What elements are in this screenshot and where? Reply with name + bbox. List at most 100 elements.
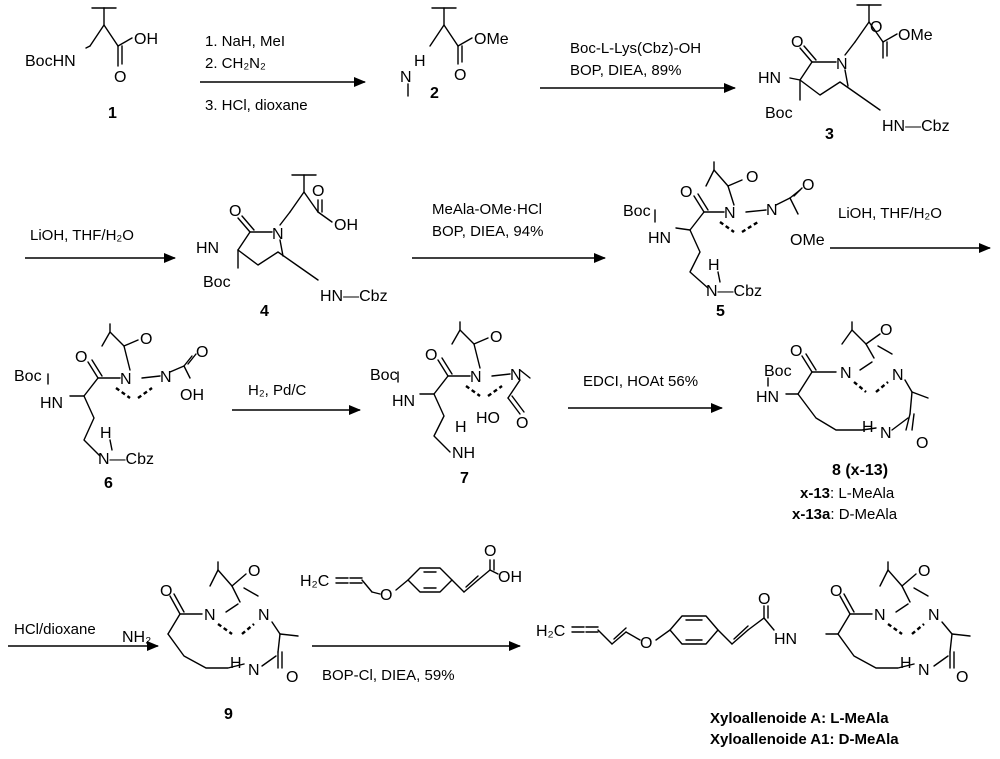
compound-1-hydroxyl: OH (134, 31, 158, 48)
step-6: H₂, Pd/C (232, 382, 361, 415)
compound-3-oxygen-2: O (870, 19, 882, 36)
compound-3-nitrogen: N (836, 56, 848, 73)
product-nitrogen-1: N (874, 607, 886, 624)
compound-5-oxygen-1: O (680, 184, 692, 201)
compound-1: BocHN OH O 1 (25, 7, 158, 122)
product-oxygen-3: O (830, 583, 842, 600)
compound-1-amine: BocHN (25, 53, 76, 70)
compound-7-nitrogen-1: N (470, 369, 482, 386)
reagent-allene-terminus: H₂C (300, 573, 329, 590)
compound-6-boc: Boc (14, 368, 42, 385)
compound-9-amine: NH₂ (122, 629, 151, 646)
compound-5-amide-nh: HN (648, 230, 671, 247)
compound-6-oxygen-2: O (140, 331, 152, 348)
compound-7-nitrogen-2: N (510, 367, 522, 384)
step-6-condition-1: H₂, Pd/C (248, 382, 307, 399)
compound-4-oxygen-1: O (229, 203, 241, 220)
step-5-condition-1: LiOH, THF/H₂O (838, 205, 942, 222)
compound-7-oxygen-1: O (425, 347, 437, 364)
compound-4-cbz-amine: HN—Cbz (320, 288, 388, 305)
reagent-carbonyl-oxygen: O (484, 543, 496, 560)
compound-7: O N N HO O O Boc HN H NH 7 (370, 321, 531, 487)
compound-5-methoxy: OMe (790, 232, 825, 249)
step-7-condition-1: EDCI, HOAt 56% (583, 373, 698, 390)
step-4-condition-2: BOP, DIEA, 94% (432, 223, 543, 240)
compound-5: O N N O OMe O Boc HN H N—Cbz 5 (623, 161, 825, 320)
step-4: MeAla-OMe·HCl BOP, DIEA, 94% (412, 201, 606, 263)
compound-5-nitrogen-1: N (724, 205, 736, 222)
product-allene-terminus: H₂C (536, 623, 565, 640)
compound-6-oxygen-3: O (196, 344, 208, 361)
compound-4-boc: Boc (203, 274, 231, 291)
compound-9-oxygen-1: O (160, 583, 172, 600)
step-1-condition-1: 1. NaH, MeI (205, 33, 285, 50)
step-1: 1. NaH, MeI 2. CH₂N₂ 3. HCl, dioxane (200, 33, 366, 114)
step-2: Boc-L-Lys(Cbz)-OH BOP, DIEA, 89% (540, 40, 736, 93)
compound-3-oxygen-1: O (791, 34, 803, 51)
step-7: EDCI, HOAt 56% (568, 373, 723, 413)
step-3-condition-1: LiOH, THF/H₂O (30, 227, 134, 244)
compound-9-hydrogen: H (230, 655, 242, 672)
step-3: LiOH, THF/H₂O (25, 227, 176, 263)
compound-9-nitrogen-1: N (204, 607, 216, 624)
compound-6-amide-nh: HN (40, 395, 63, 412)
compound-2-nitrogen: N (400, 69, 412, 86)
compound-2-methoxy: OMe (474, 31, 509, 48)
compound-8-hydrogen: H (862, 419, 874, 436)
compound-8-amide-nh: HN (756, 389, 779, 406)
compound-7-number: 7 (460, 470, 469, 487)
product-nitrogen-2: N (928, 607, 940, 624)
compound-7-amide-nh: HN (392, 393, 415, 410)
compound-3-number: 3 (825, 126, 834, 143)
compound-4-number: 4 (260, 303, 269, 320)
compound-3-boc: Boc (765, 105, 793, 122)
step-9: BOP-Cl, DIEA, 59% (312, 641, 521, 684)
compound-6-oxygen-1: O (75, 349, 87, 366)
compound-9-oxygen-3: O (286, 669, 298, 686)
compound-9-oxygen-2: O (248, 563, 260, 580)
compound-7-amine: NH (452, 445, 475, 462)
legend-x13: x-13: L-MeAla (800, 485, 895, 502)
compound-9: O N N N O H O NH₂ 9 (122, 561, 299, 723)
compound-5-oxygen-2: O (746, 169, 758, 186)
compound-8: O N N N O H O Boc HN 8 (x-13) (756, 321, 929, 479)
compound-3-methoxy: OMe (898, 27, 933, 44)
compound-8-oxygen-2: O (880, 322, 892, 339)
compound-8-nitrogen-2: N (892, 367, 904, 384)
step-2-condition-2: BOP, DIEA, 89% (570, 62, 681, 79)
step-2-condition-1: Boc-L-Lys(Cbz)-OH (570, 40, 701, 57)
compound-8-nitrogen-1: N (840, 365, 852, 382)
step-8-condition-1: HCl/dioxane (14, 621, 96, 638)
compound-4-nitrogen: N (272, 226, 284, 243)
step-5: LiOH, THF/H₂O (830, 205, 991, 253)
legend-xyloallenoide-a1: Xyloallenoide A1: D-MeAla (710, 731, 899, 748)
product-cinnamoyl-oxygen: O (758, 591, 770, 608)
compound-1-number: 1 (108, 105, 117, 122)
compound-1-oxygen: O (114, 69, 126, 86)
compound-3: O OMe N O HN Boc HN—Cbz 3 (758, 4, 950, 143)
compound-6-cbz-amine: N—Cbz (98, 451, 154, 468)
compound-5-hydrogen: H (708, 257, 720, 274)
isomer-legend: x-13: L-MeAla x-13a: D-MeAla (792, 485, 898, 523)
compound-5-cbz-amine: N—Cbz (706, 283, 762, 300)
compound-8-boc: Boc (764, 363, 792, 380)
compound-6-hydroxyl: OH (180, 387, 204, 404)
compound-9-nitrogen-2: N (258, 607, 270, 624)
compound-9-nitrogen-3: N (248, 662, 260, 679)
compound-3-cbz-amine: HN—Cbz (882, 118, 950, 135)
compound-7-hydrogen: H (455, 419, 467, 436)
step-9-condition-1: BOP-Cl, DIEA, 59% (322, 667, 455, 684)
product-oxygen-5: O (956, 669, 968, 686)
compound-2-hydrogen: H (414, 53, 426, 70)
cinnamic-acid-reagent: H₂C O O OH (300, 543, 522, 604)
compound-6-hydrogen: H (100, 425, 112, 442)
compound-4-oxygen-2: O (312, 183, 324, 200)
compound-4-amide-nh: HN (196, 240, 219, 257)
compound-6-nitrogen-1: N (120, 371, 132, 388)
compound-4-hydroxyl: OH (334, 217, 358, 234)
legend-xyloallenoide-a: Xyloallenoide A: L-MeAla (710, 710, 889, 727)
compound-6: O N N O OH O Boc HN H N—Cbz 6 (14, 323, 208, 492)
step-8: HCl/dioxane (8, 621, 159, 651)
step-1-condition-3: 3. HCl, dioxane (205, 97, 308, 114)
